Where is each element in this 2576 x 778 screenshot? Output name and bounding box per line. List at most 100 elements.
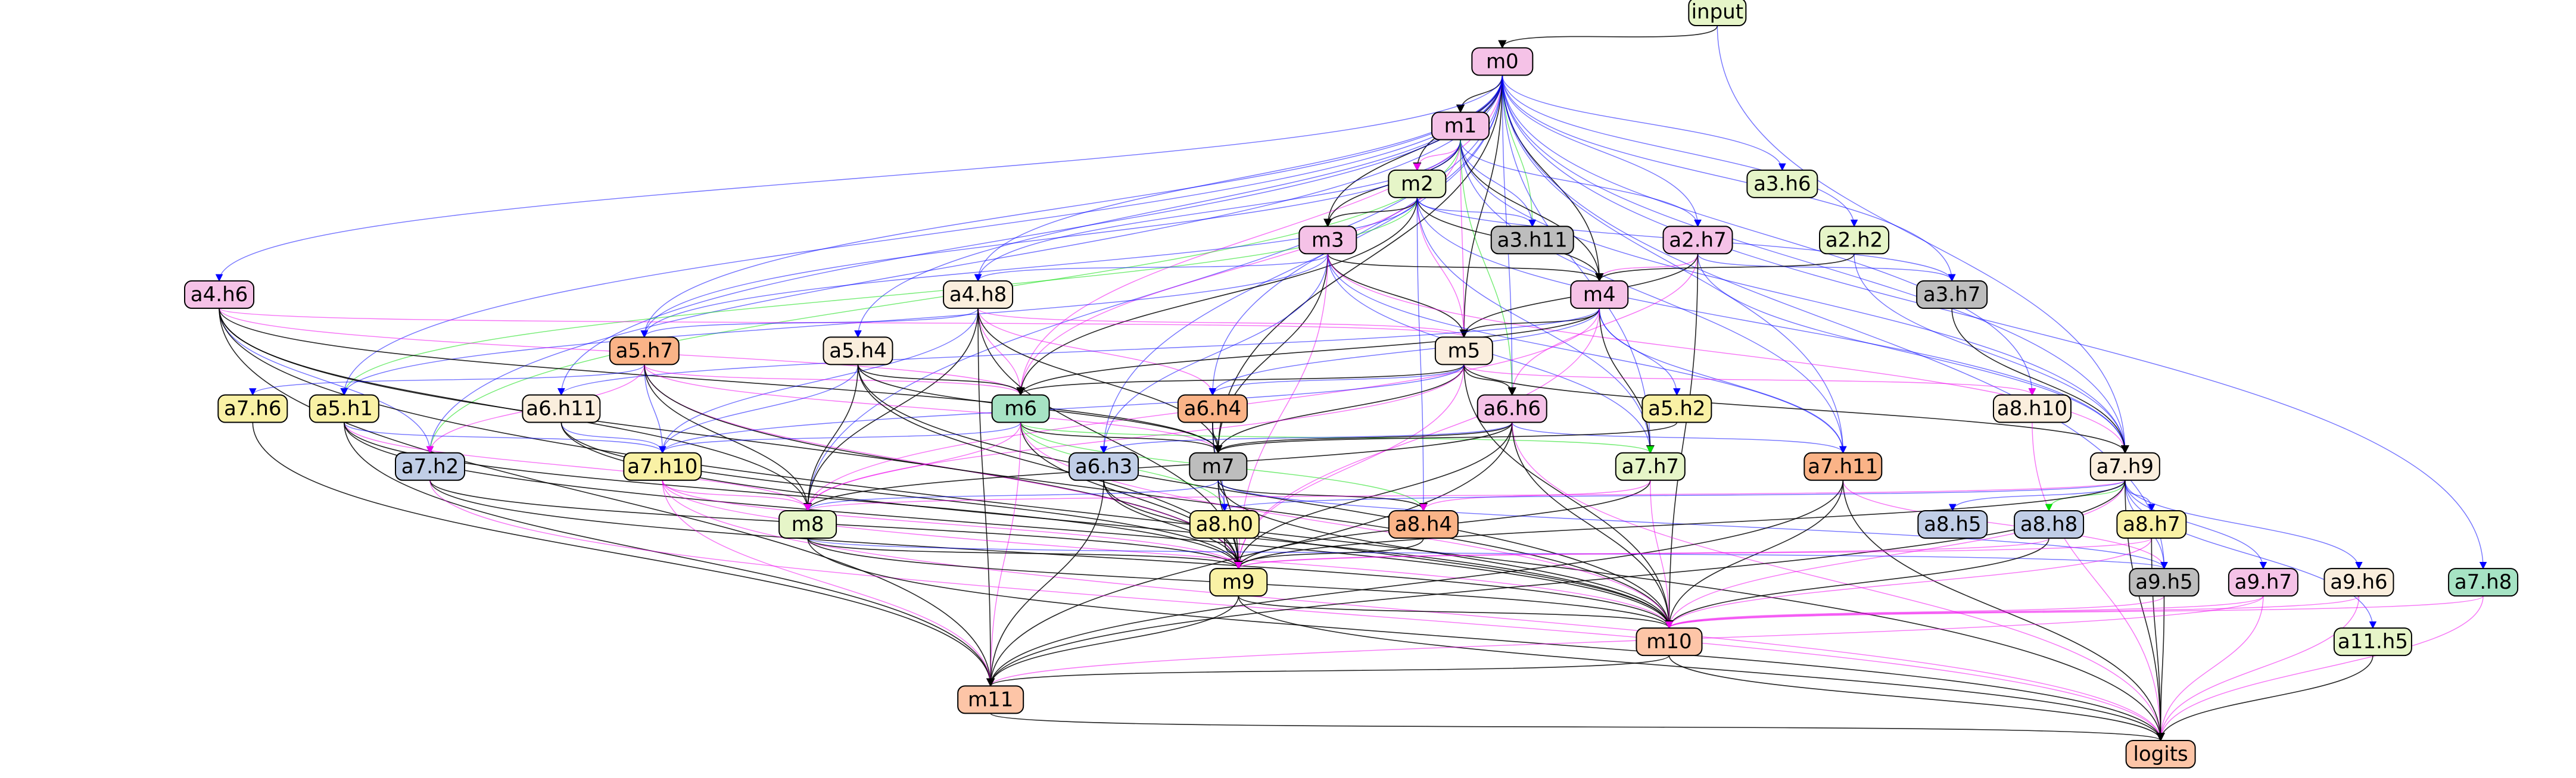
node-m2[interactable]: m2 bbox=[1388, 169, 1447, 198]
node-m8-label: m8 bbox=[792, 513, 824, 536]
node-m7[interactable]: m7 bbox=[1189, 452, 1248, 481]
node-a5h1[interactable]: a5.h1 bbox=[309, 394, 379, 423]
node-a6h3[interactable]: a6.h3 bbox=[1069, 452, 1139, 481]
node-m8[interactable]: m8 bbox=[778, 510, 837, 539]
node-a5h4-box bbox=[823, 336, 893, 365]
node-m1-label: m1 bbox=[1444, 114, 1477, 138]
node-m3-box bbox=[1298, 226, 1357, 255]
node-a3h7[interactable]: a3.h7 bbox=[1916, 280, 1988, 309]
node-a5h2[interactable]: a5.h2 bbox=[1641, 394, 1712, 423]
edge-a2h7-to-a7h9 bbox=[1697, 254, 2129, 454]
edge-a7h9-to-a9h7 bbox=[2125, 480, 2267, 570]
edge-m3-to-a4h8 bbox=[974, 254, 1329, 282]
edge-m4-to-a6h4 bbox=[1208, 308, 1600, 396]
edge-m0-to-a4h6 bbox=[215, 75, 1503, 282]
node-a8h8-box bbox=[2014, 510, 2085, 539]
edge-m11-to-logits bbox=[990, 713, 2165, 742]
edge-m2-to-a5h1 bbox=[340, 197, 1418, 396]
node-a7h11[interactable]: a7.h11 bbox=[1803, 452, 1883, 481]
node-a4h8[interactable]: a4.h8 bbox=[943, 280, 1014, 309]
node-m10-label: m10 bbox=[1646, 630, 1692, 654]
node-a8h7[interactable]: a8.h7 bbox=[2116, 510, 2187, 539]
node-a8h10[interactable]: a8.h10 bbox=[1992, 394, 2072, 423]
node-m10[interactable]: m10 bbox=[1636, 627, 1703, 657]
node-a6h4-label: a6.h4 bbox=[1184, 397, 1241, 421]
node-m3[interactable]: m3 bbox=[1298, 226, 1357, 255]
node-a7h2[interactable]: a7.h2 bbox=[395, 452, 466, 481]
edge-a6h6-to-logits bbox=[1512, 422, 2164, 742]
node-m1[interactable]: m1 bbox=[1431, 111, 1490, 140]
edge-m1-to-a7h11 bbox=[1460, 139, 1847, 454]
node-a7h9[interactable]: a7.h9 bbox=[2089, 452, 2160, 481]
node-a7h6[interactable]: a7.h6 bbox=[217, 394, 288, 423]
node-input[interactable]: input bbox=[1688, 0, 1747, 26]
edge-a2h2-to-m4 bbox=[1595, 254, 1855, 282]
edge-a7h8-to-m10 bbox=[1665, 595, 2484, 629]
node-a5h4-label: a5.h4 bbox=[829, 339, 886, 363]
node-a7h7[interactable]: a7.h7 bbox=[1615, 452, 1686, 481]
node-a7h9-label: a7.h9 bbox=[2097, 455, 2154, 479]
edge-a4h6-to-m5 bbox=[219, 308, 1468, 338]
node-a7h8[interactable]: a7.h8 bbox=[2448, 568, 2519, 597]
node-a8h7-box bbox=[2116, 510, 2187, 539]
node-a9h5-box bbox=[2129, 568, 2200, 597]
node-a4h6[interactable]: a4.h6 bbox=[184, 280, 255, 309]
node-m11[interactable]: m11 bbox=[957, 685, 1024, 714]
node-a7h8-box bbox=[2448, 568, 2519, 597]
node-m6-label: m6 bbox=[1004, 397, 1037, 421]
node-m9[interactable]: m9 bbox=[1209, 568, 1268, 597]
node-m5[interactable]: m5 bbox=[1434, 336, 1493, 365]
edge-a6h11-to-a7h10 bbox=[560, 422, 666, 454]
node-a3h11-label: a3.h11 bbox=[1497, 228, 1568, 252]
node-a6h4[interactable]: a6.h4 bbox=[1177, 394, 1248, 423]
edge-m0-to-a2h2 bbox=[1502, 75, 1858, 227]
edge-a5h1-to-m11 bbox=[344, 422, 995, 687]
edge-a8h10-to-logits bbox=[2032, 422, 2164, 742]
edge-a7h8-to-logits bbox=[2157, 596, 2484, 742]
node-a2h2[interactable]: a2.h2 bbox=[1819, 226, 1890, 255]
edge-m4-to-a7h11 bbox=[1599, 308, 1847, 454]
edge-a6h6-to-m9 bbox=[1234, 422, 1513, 570]
edge-m3-to-m5 bbox=[1327, 254, 1469, 338]
node-m6[interactable]: m6 bbox=[991, 394, 1050, 423]
edge-m4-to-a7h7 bbox=[1599, 308, 1655, 454]
edge-a2h7-to-a3h7 bbox=[1697, 254, 1956, 282]
nodes-layer: input m0 m1 m2 a3.h6 a3.h11 a2.h7 a2.h2 m3 a3.h7 a… bbox=[184, 0, 2519, 768]
edge-m0-to-m5 bbox=[1459, 75, 1503, 338]
node-a7h6-box bbox=[217, 394, 288, 423]
node-a6h11-label: a6.h11 bbox=[526, 397, 596, 421]
node-a8h0[interactable]: a8.h0 bbox=[1189, 510, 1260, 539]
node-a6h11[interactable]: a6.h11 bbox=[522, 394, 601, 423]
node-a3h6[interactable]: a3.h6 bbox=[1746, 169, 1818, 198]
edge-a7h9-to-m10 bbox=[1665, 480, 2126, 629]
edge-a11h5-to-logits bbox=[2156, 655, 2373, 742]
edge-m0-to-a3h6 bbox=[1502, 75, 1786, 171]
node-a9h6[interactable]: a9.h6 bbox=[2323, 568, 2394, 597]
edge-a5h7-to-m10 bbox=[644, 364, 1674, 629]
node-a6h6[interactable]: a6.h6 bbox=[1477, 394, 1547, 423]
edge-input-to-a7h9 bbox=[1717, 25, 2129, 454]
node-input-label: input bbox=[1692, 0, 1743, 24]
node-logits[interactable]: logits bbox=[2125, 740, 2196, 768]
edge-a5h2-to-m7 bbox=[1214, 422, 1678, 454]
node-a8h8[interactable]: a8.h8 bbox=[2014, 510, 2085, 539]
node-a8h5[interactable]: a8.h5 bbox=[1917, 510, 1988, 539]
node-a2h7[interactable]: a2.h7 bbox=[1662, 226, 1733, 255]
node-a9h5[interactable]: a9.h5 bbox=[2129, 568, 2200, 597]
node-a7h10[interactable]: a7.h10 bbox=[623, 452, 702, 481]
node-a9h7[interactable]: a9.h7 bbox=[2228, 568, 2298, 597]
node-a11h5[interactable]: a11.h5 bbox=[2333, 627, 2412, 657]
edge-m0-to-a6h11 bbox=[557, 75, 1503, 396]
node-m4[interactable]: m4 bbox=[1570, 280, 1629, 309]
edge-a8h4-to-m9 bbox=[1234, 538, 1424, 570]
node-m0[interactable]: m0 bbox=[1471, 47, 1534, 76]
node-logits-box bbox=[2125, 740, 2196, 768]
node-a5h7[interactable]: a5.h7 bbox=[609, 336, 680, 365]
node-a5h4[interactable]: a5.h4 bbox=[823, 336, 893, 365]
node-a3h11[interactable]: a3.h11 bbox=[1490, 226, 1574, 255]
edge-a4h8-to-m11 bbox=[977, 308, 995, 687]
node-a7h7-box bbox=[1615, 452, 1686, 481]
node-a8h4[interactable]: a8.h4 bbox=[1388, 510, 1459, 539]
